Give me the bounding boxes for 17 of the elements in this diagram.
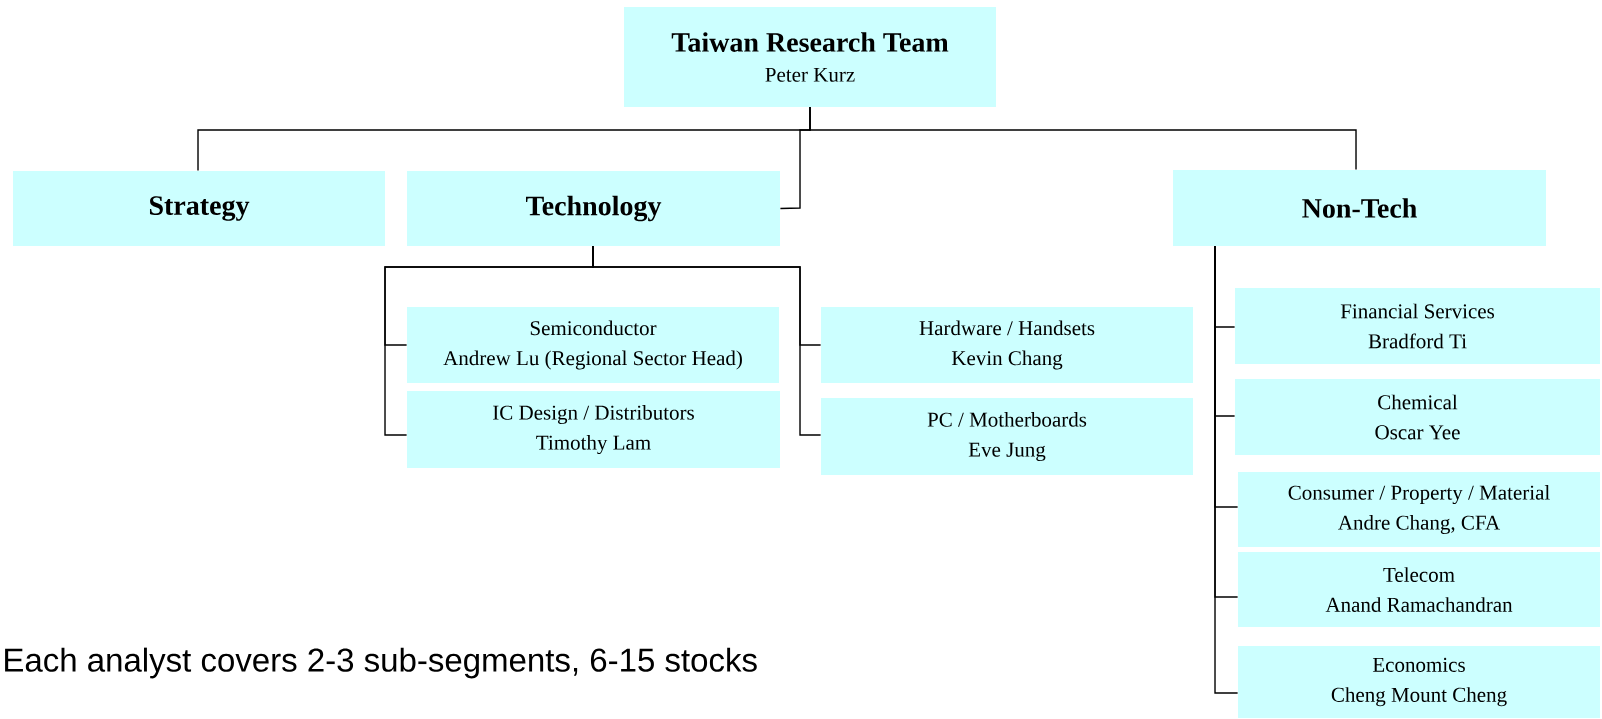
org-box: Financial Services Bradford Ti — [1235, 288, 1600, 364]
org-box: Taiwan Research Team Peter Kurz — [624, 7, 996, 107]
org-box: Non-Tech — [1173, 170, 1546, 246]
org-box: Technology — [407, 171, 780, 246]
org-box: Telecom Anand Ramachandran — [1238, 552, 1600, 627]
org-box: Strategy — [13, 171, 385, 246]
org-box: Semiconductor Andrew Lu (Regional Sector Head) — [407, 307, 779, 383]
note-text: Each analyst covers 2-3 sub-segments, 6-15 stocks — [5, 647, 757, 679]
org-box: IC Design / Distributors Timothy Lam — [407, 391, 780, 468]
org-box: Chemical Oscar Yee — [1235, 379, 1600, 455]
connector-line — [592, 245, 822, 436]
connector-line — [809, 106, 1357, 171]
org-box: Economics Cheng Mount Cheng — [1238, 646, 1600, 718]
org-box: Consumer / Property / Material Andre Chang, CFA — [1238, 472, 1600, 547]
org-box: Hardware / Handsets Kevin Chang — [821, 307, 1193, 383]
org-box: PC / Motherboards Eve Jung — [821, 398, 1193, 475]
connector-line — [1214, 245, 1239, 694]
